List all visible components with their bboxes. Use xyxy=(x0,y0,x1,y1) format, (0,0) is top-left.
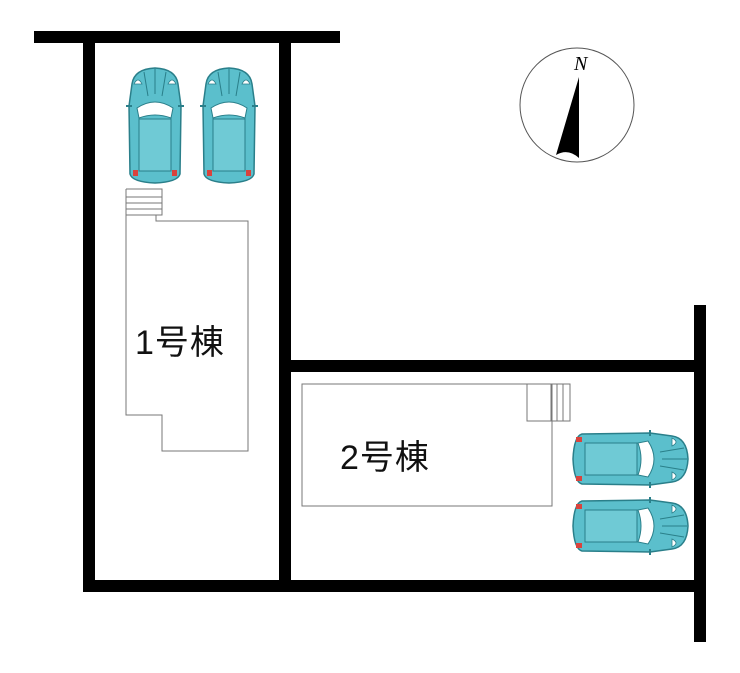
top-road-line xyxy=(34,31,340,43)
car-icon xyxy=(200,67,258,184)
lot1-left-wall xyxy=(83,31,95,591)
lot2-top-wall xyxy=(279,360,706,372)
compass-n-label: N xyxy=(573,53,589,75)
bottom-wall xyxy=(83,580,706,592)
building-1-label: 1号棟 xyxy=(135,324,225,362)
car-icon xyxy=(572,430,689,488)
building-1-footprint xyxy=(125,188,249,452)
building-2-label: 2号棟 xyxy=(340,439,430,477)
right-wall xyxy=(694,305,706,642)
car-icon xyxy=(126,67,184,184)
car-icon xyxy=(572,497,689,555)
north-arrow-icon: N xyxy=(519,47,635,163)
building-2-footprint xyxy=(301,383,571,507)
lot1-right-wall xyxy=(279,31,291,591)
